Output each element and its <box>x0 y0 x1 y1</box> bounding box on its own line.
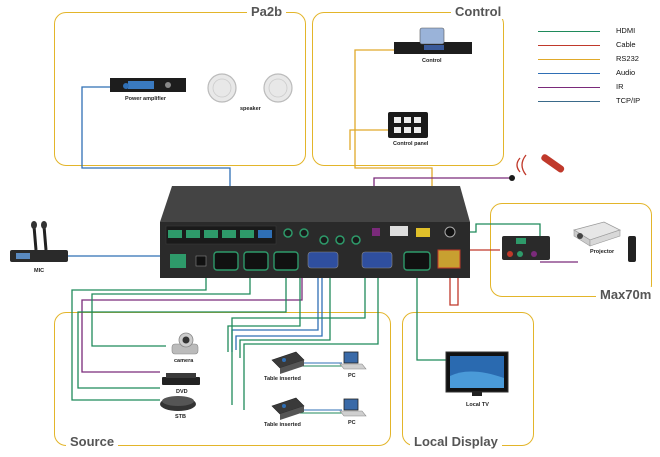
pc-label-1: PC <box>348 373 356 379</box>
mic-label: MIC <box>34 268 45 274</box>
local-tv-device <box>445 351 509 396</box>
control-panel-label: Control panel <box>393 141 429 147</box>
pc-label-2: PC <box>348 420 356 426</box>
legend-cable-line <box>538 45 600 46</box>
legend-rs232-label: RS232 <box>616 54 639 63</box>
table-inserted-label-2: Table inserted <box>264 422 301 428</box>
zone-pa2b-label: Pa2b <box>247 4 287 19</box>
stb-label: STB <box>175 414 186 420</box>
cable-lines <box>449 249 500 306</box>
legend-hdmi: HDMI <box>538 26 648 38</box>
legend-audio: Audio <box>538 68 648 80</box>
stb-device <box>160 396 196 411</box>
legend-ir-label: IR <box>616 82 624 91</box>
legend-tcpip-line <box>538 101 600 102</box>
zone-max70m-label: Max70m <box>596 287 656 302</box>
legend-audio-label: Audio <box>616 68 636 77</box>
hdmi-lines <box>71 223 541 410</box>
projector-device <box>573 221 622 247</box>
projector-remote <box>628 236 636 262</box>
legend-rs232: RS232 <box>538 54 648 66</box>
local-tv-label: Local TV <box>466 402 489 408</box>
speaker-pair <box>207 73 293 103</box>
legend-cable-label: Cable <box>616 40 636 49</box>
max70m-receiver <box>502 236 550 260</box>
pc-laptop-2 <box>339 398 367 417</box>
control-label: Control <box>422 58 442 64</box>
camera-device <box>171 332 199 355</box>
legend-rs232-line <box>538 59 600 60</box>
legend-ir-line <box>538 87 600 88</box>
control-device <box>394 27 472 54</box>
power-amplifier-label: Power amplifier <box>125 96 166 102</box>
power-amplifier-device <box>110 78 186 92</box>
legend-cable: Cable <box>538 40 648 52</box>
zone-pa2b <box>54 12 306 166</box>
table-inserted-device-2 <box>271 397 305 420</box>
pc-laptop-1 <box>339 351 367 370</box>
legend-hdmi-line <box>538 31 600 32</box>
legend-audio-line <box>538 73 600 74</box>
zone-source-label: Source <box>66 434 119 449</box>
pc-links-green <box>300 365 342 414</box>
dvd-label: DVD <box>176 389 188 395</box>
control-panel-device <box>388 112 428 138</box>
zone-control <box>312 12 504 166</box>
ir-remote <box>509 154 565 181</box>
speaker-label: speaker <box>240 106 261 112</box>
legend-hdmi-label: HDMI <box>616 26 636 35</box>
legend-tcpip-label: TCP/IP <box>616 96 641 105</box>
table-inserted-label-1: Table inserted <box>264 376 301 382</box>
camera-label: camera <box>174 358 194 364</box>
projector-label: Projector <box>590 249 615 255</box>
switcher-unit <box>160 186 470 278</box>
legend-ir: IR <box>538 82 648 94</box>
dvd-device <box>162 373 200 385</box>
table-inserted-device-1 <box>271 351 305 374</box>
pc-links <box>300 362 342 411</box>
mic-device <box>10 221 68 262</box>
zone-local-display-label: Local Display <box>410 434 502 449</box>
legend-tcpip: TCP/IP <box>538 96 648 108</box>
zone-control-label: Control <box>451 4 506 19</box>
